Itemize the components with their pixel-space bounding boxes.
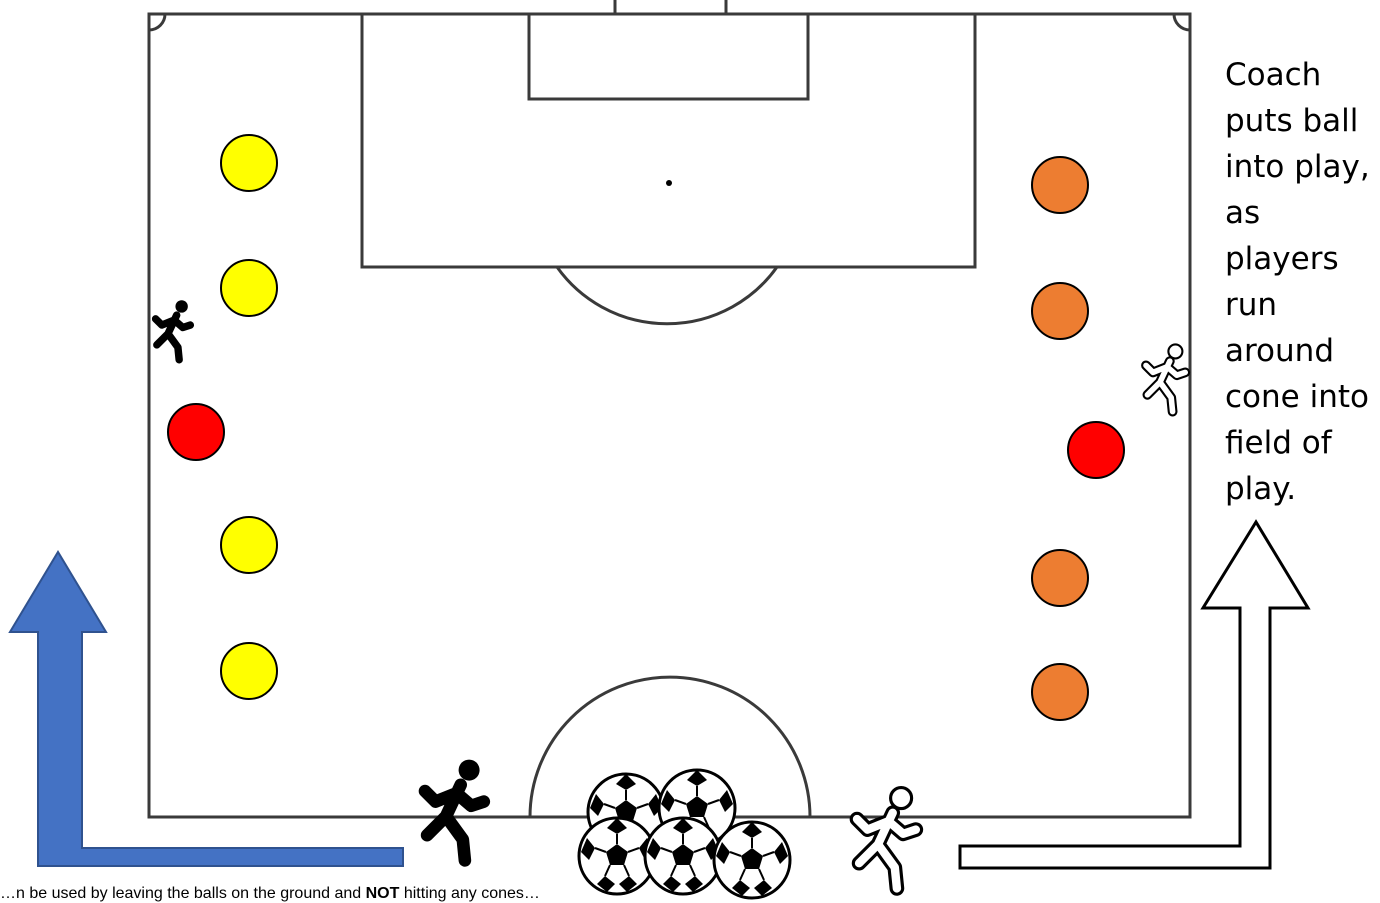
corner-arc-tl xyxy=(149,14,165,30)
cone-marker-icon xyxy=(1032,664,1088,720)
drill-variation-caption: …n be used by leaving the balls on the g… xyxy=(0,884,900,903)
caption-text-bold: NOT xyxy=(366,885,400,902)
penalty-spot xyxy=(666,180,672,186)
cone-marker-icon xyxy=(168,404,224,460)
goal-posts xyxy=(615,0,726,14)
blue-direction-arrow-icon xyxy=(10,552,403,866)
right-cones xyxy=(1032,157,1124,720)
cone-marker-icon xyxy=(221,643,277,699)
corner-arc-tr xyxy=(1174,14,1190,30)
coach-instruction-text: Coach puts ball into play, as players ru… xyxy=(1225,52,1375,512)
cone-marker-icon xyxy=(221,517,277,573)
goal-box xyxy=(529,14,808,99)
cone-marker-icon xyxy=(1032,550,1088,606)
cone-marker-icon xyxy=(1032,283,1088,339)
cone-marker-icon xyxy=(1068,422,1124,478)
running-player-icon xyxy=(1146,344,1185,411)
caption-text-before: …n be used by leaving the balls on the g… xyxy=(0,885,361,902)
cone-marker-icon xyxy=(221,260,277,316)
soccer-ball-pile xyxy=(579,770,790,898)
running-player-icon xyxy=(425,760,484,861)
running-player-icon xyxy=(156,300,191,360)
caption-text-after: hitting any cones… xyxy=(404,885,540,902)
left-cones xyxy=(168,135,277,699)
soccer-ball-icon xyxy=(645,818,721,894)
cone-marker-icon xyxy=(1032,157,1088,213)
top-arc xyxy=(557,267,777,324)
penalty-box xyxy=(362,14,975,267)
cone-marker-icon xyxy=(221,135,277,191)
running-player-icon xyxy=(857,788,916,889)
